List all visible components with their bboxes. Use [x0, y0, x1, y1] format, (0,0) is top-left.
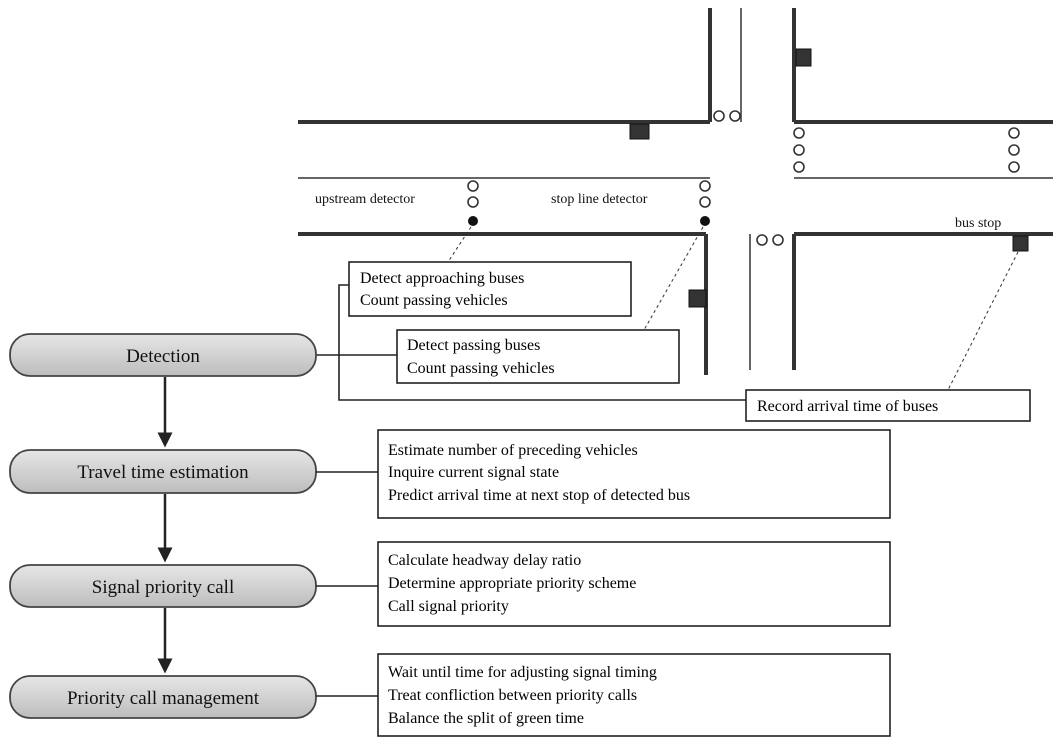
detail-line: Balance the split of green time	[388, 710, 584, 727]
intersection-labels: upstream detector stop line detector bus…	[315, 192, 1001, 231]
stop-line-detector-label: stop line detector	[551, 192, 648, 207]
detail-box	[377, 429, 891, 519]
step-pill	[9, 333, 317, 377]
step-label: Priority call management	[67, 688, 260, 709]
leader-lines	[447, 226, 1019, 391]
step-detection: Detection	[9, 333, 317, 377]
queued-vehicles	[467, 110, 1020, 246]
leader-stop-line	[643, 226, 704, 331]
callout-stop-line: Detect passing buses Count passing vehic…	[396, 329, 680, 384]
detail-line: Calculate headway delay ratio	[388, 552, 581, 569]
details-signal-priority: Calculate headway delay ratio Determine …	[377, 541, 891, 627]
vehicle-marker	[756, 234, 768, 246]
step-travel-time: Travel time estimation	[9, 449, 317, 494]
vehicle-marker	[729, 110, 741, 122]
detail-line: Inquire current signal state	[388, 464, 559, 481]
callout-upstream: Detect approaching buses Count passing v…	[348, 261, 632, 317]
vehicle-marker	[1008, 127, 1020, 139]
vehicle-marker	[713, 110, 725, 122]
step-label: Signal priority call	[92, 577, 234, 598]
detail-box	[377, 653, 891, 737]
vehicle-marker	[793, 161, 805, 173]
detail-connectors	[316, 471, 378, 697]
vehicle-marker	[772, 234, 784, 246]
connector-bracket	[338, 284, 746, 401]
callout-box	[745, 389, 1031, 422]
step-label: Detection	[126, 346, 200, 367]
detail-line: Estimate number of preceding vehicles	[388, 442, 638, 459]
buses	[629, 48, 1029, 308]
callout-line: Detect approaching buses	[360, 270, 524, 287]
step-label: Travel time estimation	[77, 462, 249, 483]
leader-upstream	[447, 226, 472, 263]
callout-line: Count passing vehicles	[360, 292, 508, 309]
bus-stop-marker	[1012, 235, 1029, 252]
callout-line: Count passing vehicles	[407, 360, 555, 377]
vehicle-marker	[1008, 144, 1020, 156]
detectors	[468, 216, 710, 226]
callout-box	[348, 261, 632, 317]
detail-line: Call signal priority	[388, 598, 509, 615]
detail-line: Predict arrival time at next stop of det…	[388, 487, 690, 504]
stop-line-detector-dot	[700, 216, 710, 226]
detail-line: Treat confliction between priority calls	[388, 687, 637, 704]
upstream-detector-label: upstream detector	[315, 192, 415, 207]
detail-line: Determine appropriate priority scheme	[388, 575, 636, 592]
callout-line: Detect passing buses	[407, 337, 540, 354]
vehicle-marker	[793, 127, 805, 139]
callout-box	[396, 329, 680, 384]
bus-marker	[795, 48, 812, 67]
leader-bus-stop	[947, 251, 1019, 391]
vehicle-marker	[1008, 161, 1020, 173]
lane-lines	[298, 8, 1053, 370]
callout-line: Record arrival time of buses	[757, 398, 938, 415]
step-signal-priority: Signal priority call	[9, 564, 317, 608]
vehicle-marker	[793, 144, 805, 156]
vehicle-marker	[699, 180, 711, 192]
detail-line: Wait until time for adjusting signal tim…	[388, 664, 657, 681]
callout-bus-stop: Record arrival time of buses	[745, 389, 1031, 422]
upstream-detector-dot	[468, 216, 478, 226]
step-pill	[9, 675, 317, 719]
step-priority-management: Priority call management	[9, 675, 317, 719]
bus-marker	[688, 289, 707, 308]
bus-stop-label: bus stop	[955, 216, 1001, 231]
details-priority-management: Wait until time for adjusting signal tim…	[377, 653, 891, 737]
bus-marker	[629, 123, 650, 140]
vehicle-marker	[699, 196, 711, 208]
vehicle-marker	[467, 180, 479, 192]
detection-connectors	[316, 284, 746, 401]
details-travel-time: Estimate number of preceding vehicles In…	[377, 429, 891, 519]
detail-box	[377, 541, 891, 627]
vehicle-marker	[467, 196, 479, 208]
